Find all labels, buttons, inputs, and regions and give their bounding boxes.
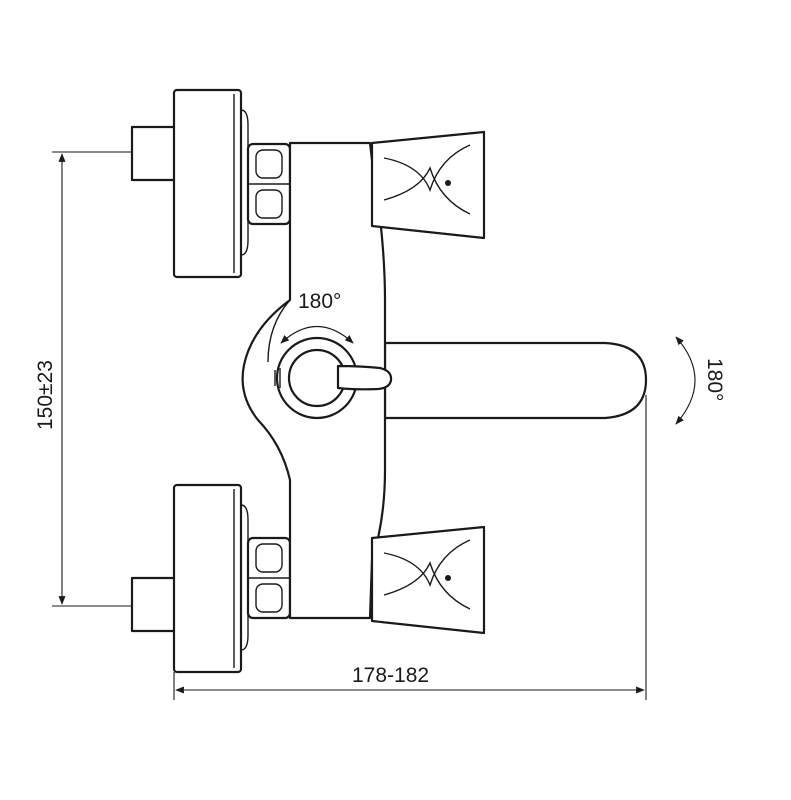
top-wall-connector: [130, 88, 292, 279]
lever-rotation-arrow: [280, 325, 354, 344]
spout-rotation-label: 180°: [703, 358, 726, 401]
bottom-inlet-pipe: [130, 576, 178, 633]
width-dimension: 178-182: [173, 395, 647, 700]
lever-hub: [274, 336, 393, 420]
bottom-tap-handle: [370, 525, 486, 635]
height-dimension: 150±23: [34, 151, 132, 607]
bottom-escutcheon: [172, 483, 243, 674]
spout: [383, 341, 648, 420]
spout-rotation-arrow: [675, 336, 696, 425]
top-tap-handle: [370, 130, 486, 240]
top-escutcheon: [172, 88, 243, 279]
lever-rotation-label: 180°: [298, 290, 341, 313]
top-inlet-pipe: [130, 125, 178, 182]
height-dimension-label: 150±23: [34, 360, 57, 430]
width-dimension-label: 178-182: [352, 664, 429, 687]
bottom-wall-connector: [130, 483, 292, 674]
lever-handle: [336, 364, 393, 391]
